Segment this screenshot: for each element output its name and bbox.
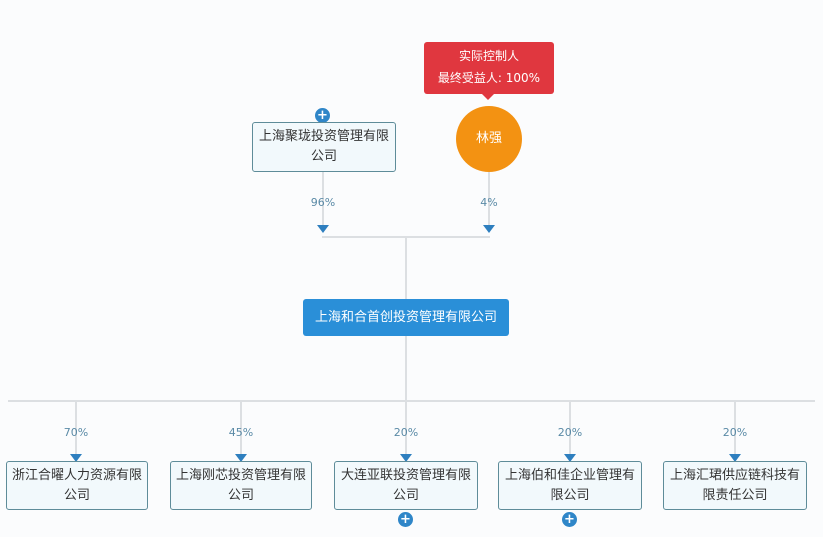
tooltip-beneficiary: 最终受益人: 100%: [437, 71, 541, 85]
connector-line: [734, 400, 736, 458]
investment-percent: 45%: [228, 426, 254, 439]
arrow-down-icon: [70, 454, 82, 462]
arrow-down-icon: [729, 454, 741, 462]
arrow-down-icon: [235, 454, 247, 462]
shareholder-box[interactable]: 上海聚珑投资管理有限公司: [252, 122, 396, 172]
arrow-down-icon: [400, 454, 412, 462]
connector-line: [405, 400, 407, 458]
investment-percent: 20%: [722, 426, 748, 439]
arrow-down-icon: [564, 454, 576, 462]
investment-box[interactable]: 浙江合曜人力资源有限公司: [6, 461, 148, 510]
connector-line: [569, 400, 571, 458]
controller-tooltip: 实际控制人 最终受益人: 100%: [424, 42, 554, 94]
expand-button[interactable]: +: [315, 108, 330, 123]
share-percent: 4%: [480, 196, 498, 209]
arrow-down-icon: [483, 225, 495, 233]
connector-line: [405, 336, 407, 400]
investment-percent: 20%: [557, 426, 583, 439]
connector-line: [322, 172, 324, 230]
expand-button[interactable]: +: [398, 512, 413, 527]
connector-line: [8, 400, 815, 402]
connector-line: [240, 400, 242, 458]
share-percent: 96%: [310, 196, 336, 209]
investment-percent: 70%: [63, 426, 89, 439]
tooltip-title: 实际控制人: [458, 49, 519, 63]
connector-line: [75, 400, 77, 458]
connector-line: [488, 172, 490, 230]
investment-box[interactable]: 上海伯和佳企业管理有限公司: [498, 461, 642, 510]
investment-box[interactable]: 大连亚联投资管理有限公司: [334, 461, 478, 510]
investment-percent: 20%: [393, 426, 419, 439]
connector-line: [405, 236, 407, 299]
arrow-down-icon: [317, 225, 329, 233]
investment-box[interactable]: 上海汇珺供应链科技有限责任公司: [663, 461, 807, 510]
expand-button[interactable]: +: [562, 512, 577, 527]
tooltip-pointer: [482, 94, 494, 100]
person-node[interactable]: 林强: [456, 106, 522, 172]
main-company-box[interactable]: 上海和合首创投资管理有限公司: [303, 299, 509, 336]
investment-box[interactable]: 上海刚芯投资管理有限公司: [170, 461, 312, 510]
